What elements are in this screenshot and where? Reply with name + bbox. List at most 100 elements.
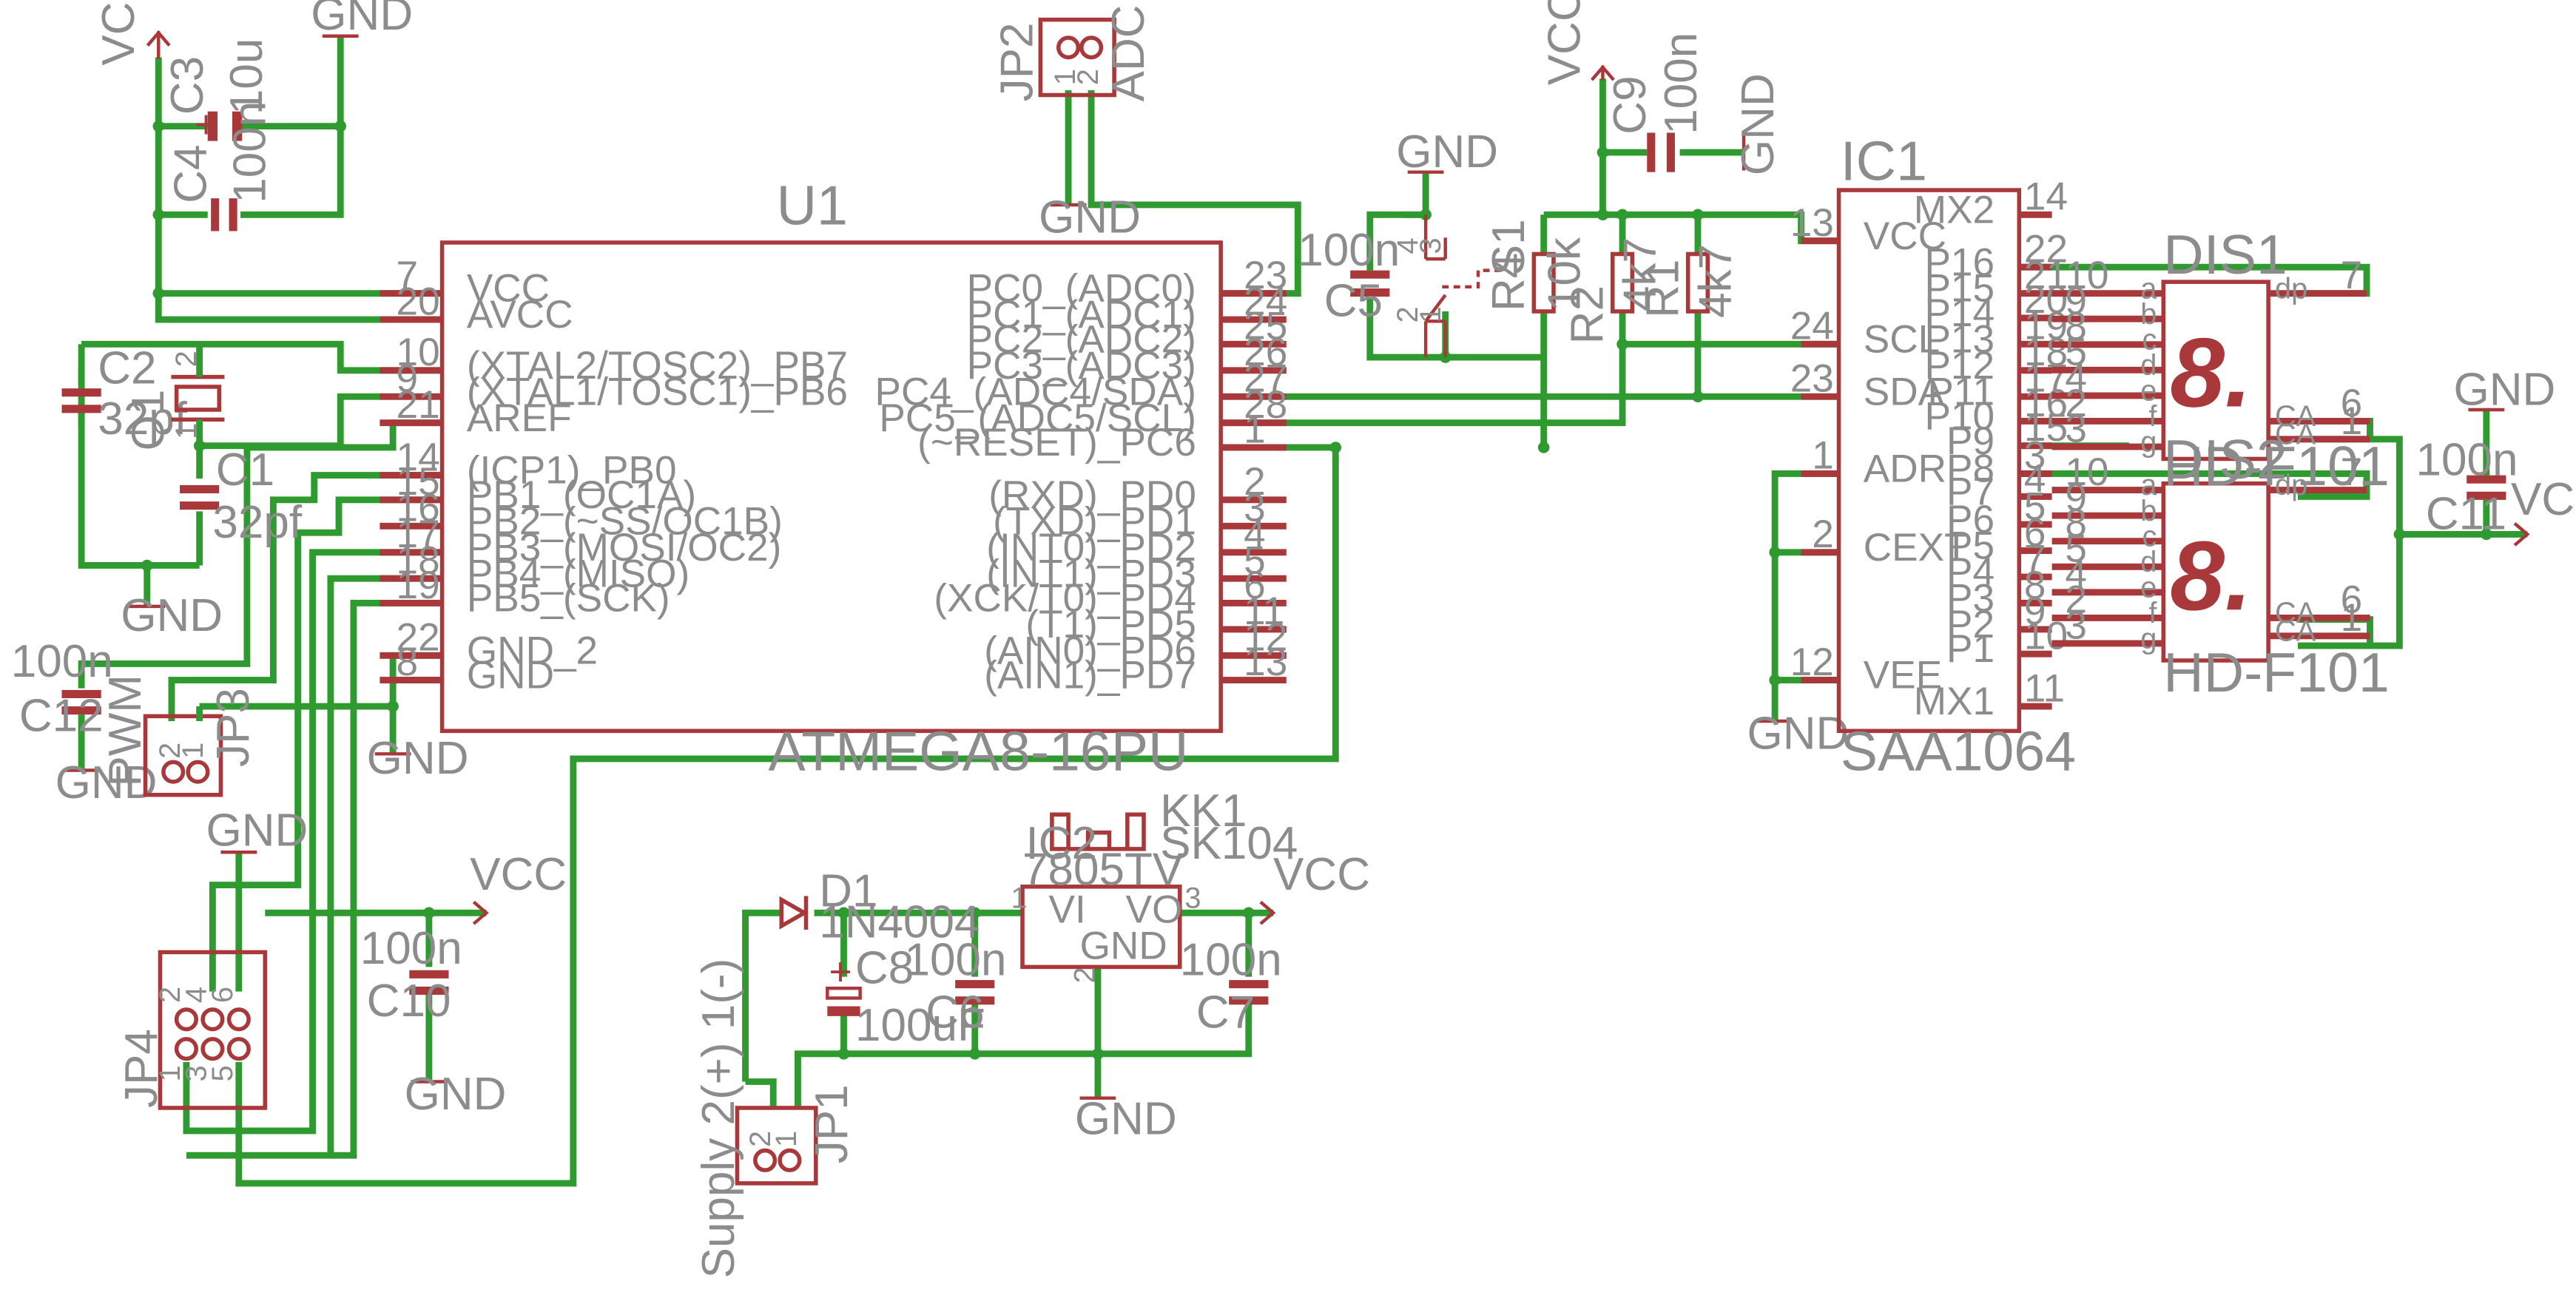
capacitor-c11[interactable]: 100n C11	[2416, 435, 2518, 540]
ic1-pin-name: P2	[1946, 603, 1995, 646]
ic1-pin-name: P6	[1946, 498, 1995, 541]
u1-pin-name: (TXD)_PD1	[993, 499, 1196, 543]
u1-pin-number: 5	[1244, 539, 1266, 583]
r2-value: 4k7	[1614, 237, 1665, 311]
ic1-pin-name: P7	[1946, 470, 1995, 514]
svg-text:+: +	[829, 950, 852, 994]
s1-pin2: 2	[1392, 306, 1424, 322]
u1-pin-name: (RXD)_PD0	[988, 473, 1196, 517]
vcc-label: VCC	[470, 849, 567, 900]
capacitor-c3[interactable]: + C3 10u	[162, 38, 272, 147]
capacitor-c7[interactable]: 100n C7	[1180, 934, 1282, 1038]
u1-pin-number: 1	[1244, 408, 1266, 451]
u1-pin-2: 2(RXD)_PD0	[988, 460, 1287, 517]
jp2-pin1: 1	[1049, 69, 1082, 85]
resistor-r4[interactable]: R4 10k	[1483, 237, 1590, 314]
gnd-label: GND	[311, 0, 413, 40]
capacitor-c9[interactable]: C9 100n	[1605, 33, 1707, 172]
resistor-r1[interactable]: R1 4k7	[1637, 244, 1741, 318]
vcc-symbol-regulator: VCC	[1259, 849, 1370, 925]
jumper-jp2[interactable]: 1 2 JP2 ADC	[991, 4, 1154, 101]
jp1-pin2: 2	[744, 1131, 777, 1147]
ic1-pin-name: P11	[1927, 370, 1995, 413]
u1-pin-name: AVCC	[467, 293, 573, 337]
d1-value: 1N4004	[819, 897, 980, 948]
dis1-pins-pin-number: 5	[2065, 331, 2087, 374]
u1-pin-name: (XTAL1/TOSC1)_PB6	[467, 370, 848, 413]
heatsink-kk1[interactable]: KK1 SK104	[1050, 785, 1298, 869]
dis1-pins-pin-number: 7	[2341, 254, 2363, 297]
ic1-pin-number: 5	[2024, 484, 2046, 528]
u1-pin-number: 25	[1244, 305, 1287, 348]
ic1-pin-name: P5	[1946, 524, 1995, 568]
ic1-pin-name: MX1	[1914, 680, 1995, 723]
capacitor-c6[interactable]: 100n C6	[904, 934, 1006, 1038]
gnd-label: GND	[206, 805, 308, 856]
dis2-pins-pin-6: 6CA	[2268, 578, 2370, 629]
u1-pin-number: 9	[397, 357, 419, 401]
jp1-name: JP1	[806, 1084, 857, 1163]
r4-value: 10k	[1539, 237, 1590, 311]
vcc-label: VCC	[1273, 849, 1370, 900]
ic1-name: IC1	[1841, 130, 1927, 192]
capacitor-c4[interactable]: C4 100n	[166, 101, 276, 231]
dis1-pins-pin-segment: CA	[2275, 400, 2316, 433]
dis1-pins-pin-6: 6CA	[2268, 382, 2370, 433]
dis2-pins-pin-number: 5	[2065, 527, 2087, 571]
resistor-r2[interactable]: R2 4k7	[1562, 237, 1665, 344]
dis2-pins-pin-number: 10	[2065, 450, 2108, 494]
d1-name: D1	[819, 865, 877, 916]
ic1-pin-5: 5 P6	[1946, 484, 2052, 541]
ic1-pin-name: P4	[1946, 550, 1995, 594]
ic2-pin2: 2	[1069, 967, 1102, 983]
c1-name: C1	[216, 445, 274, 496]
u1-pin-name: PC1_(ADC1)	[967, 293, 1196, 337]
ic1-pin-number: 21	[2024, 254, 2068, 297]
capacitor-c5[interactable]: 100n C5	[1298, 225, 1400, 327]
regulator-ic2[interactable]: IC2 7805TV VI VO GND 1 3 2	[1011, 818, 1201, 983]
jumper-jp4[interactable]: 2 4 6 1 3 5 JP4	[116, 950, 268, 1110]
dis2-value: HD-F101	[2163, 641, 2390, 703]
jumper-jp1[interactable]: 2 1 Supply 2(+) 1(-) JP1	[693, 959, 857, 1279]
jumper-jp3[interactable]: 2 1 PWM JP3	[100, 675, 259, 797]
u1-pin-number: 15	[397, 460, 440, 504]
c3-name: C3	[162, 56, 213, 115]
dis2-pins-pin-1: 1CA	[2268, 596, 2370, 647]
switch-s1[interactable]: 4 3 2 1 S1	[1392, 214, 1534, 358]
dis2-pins-pin-segment: g	[2140, 623, 2157, 655]
ic1-pin-name: P9	[1946, 419, 1995, 463]
gnd-label: GND	[121, 590, 223, 641]
ic1-pin-number: 14	[2024, 175, 2068, 219]
capacitor-c10[interactable]: 100n C10	[360, 923, 462, 1027]
jp3-label: PWM	[100, 675, 151, 787]
q1-pin2: 2	[170, 351, 203, 367]
dis1-pins-pin-segment: b	[2140, 298, 2157, 331]
capacitor-c1[interactable]: C1 32pf	[180, 445, 303, 548]
jp4-pin4: 4	[180, 987, 212, 1003]
gnd-symbol-topleft: GND	[311, 0, 413, 40]
jp1-label: Supply 2(+) 1(-)	[693, 959, 744, 1279]
ic2-value: 7805TV	[1022, 845, 1184, 896]
diode-d1[interactable]: D1 1N4004	[779, 865, 980, 948]
dis2-digit: 8.	[2170, 521, 2252, 631]
ic2-pin3: 3	[1184, 882, 1201, 915]
crystal-q1[interactable]: 2 1 Q1	[123, 344, 225, 450]
dis1-pins-pin-segment: a	[2140, 272, 2157, 305]
ic1-pin-name: P8	[1946, 447, 1995, 490]
jp3-pin2: 2	[154, 743, 186, 759]
capacitor-c12[interactable]: 100n C12	[11, 636, 113, 741]
dis2-pins-pin-number: 4	[2065, 552, 2087, 596]
capacitor-c8[interactable]: + C8 100uF	[826, 943, 985, 1052]
dis2-pins-pin-segment: d	[2140, 546, 2157, 578]
